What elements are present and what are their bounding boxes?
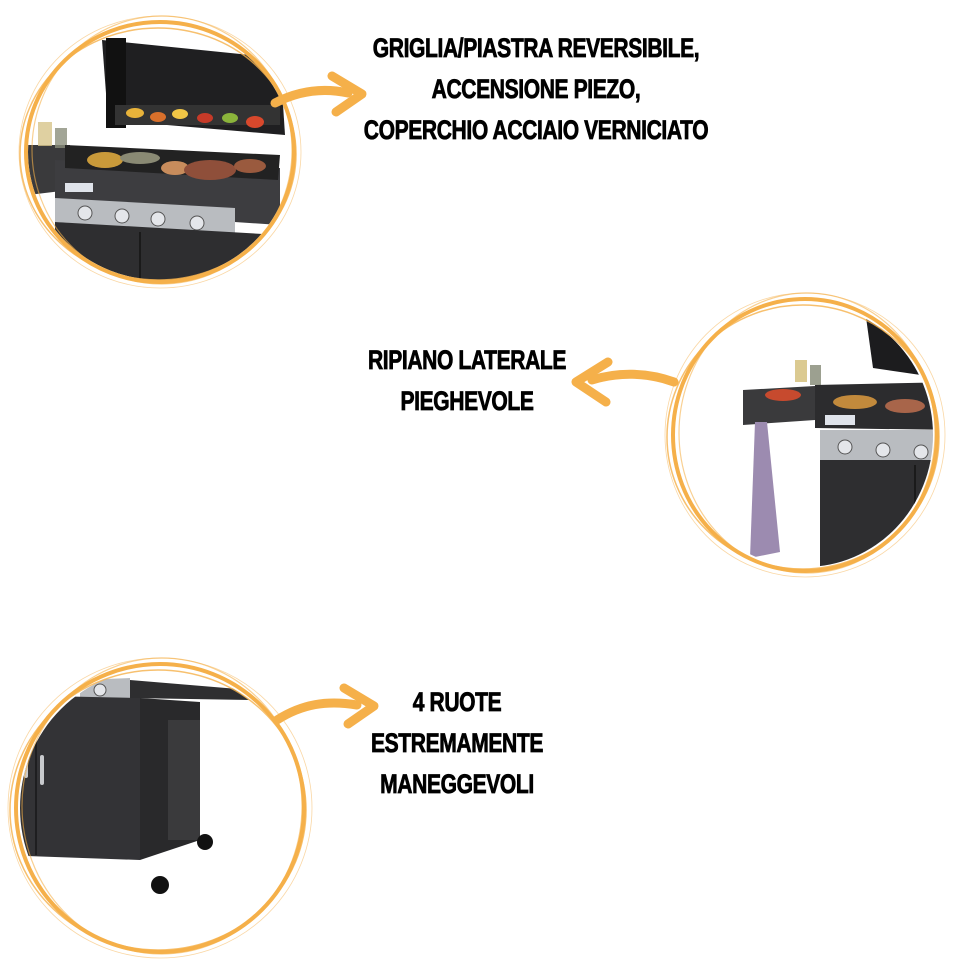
feature-side-shelf-text: RIPIANO LATERALE PIEGHEVOLE — [331, 340, 604, 422]
feature-line: RIPIANO LATERALE — [367, 345, 567, 376]
bbq-cart-wheels-image — [7, 657, 313, 959]
feature-grill-image — [10, 10, 310, 290]
arrow-right-icon — [272, 683, 379, 729]
feature-grill-text: GRIGLIA/PIASTRA REVERSIBILE, ACCENSIONE … — [325, 28, 746, 151]
bbq-grill-open-lid-with-food-image — [18, 15, 302, 289]
feature-side-shelf-image — [655, 290, 955, 580]
feature-line: MANEGGEVOLI — [380, 769, 535, 800]
bbq-side-shelf-with-towel-image — [664, 292, 946, 578]
feature-wheels-text: 4 RUOTE ESTREMAMENTE MANEGGEVOLI — [360, 682, 555, 805]
feature-line: PIEGHEVOLE — [400, 386, 534, 417]
feature-line: GRIGLIA/PIASTRA REVERSIBILE, — [372, 33, 700, 64]
feature-line: ACCENSIONE PIEZO, — [431, 74, 641, 105]
feature-line: COPERCHIO ACCIAIO VERNICIATO — [363, 115, 709, 146]
arrow-right-icon — [270, 71, 367, 117]
feature-wheels-image — [0, 650, 320, 960]
feature-line: ESTREMAMENTE — [370, 728, 544, 759]
feature-line: 4 RUOTE — [412, 687, 502, 718]
arrow-left-icon — [571, 357, 679, 407]
